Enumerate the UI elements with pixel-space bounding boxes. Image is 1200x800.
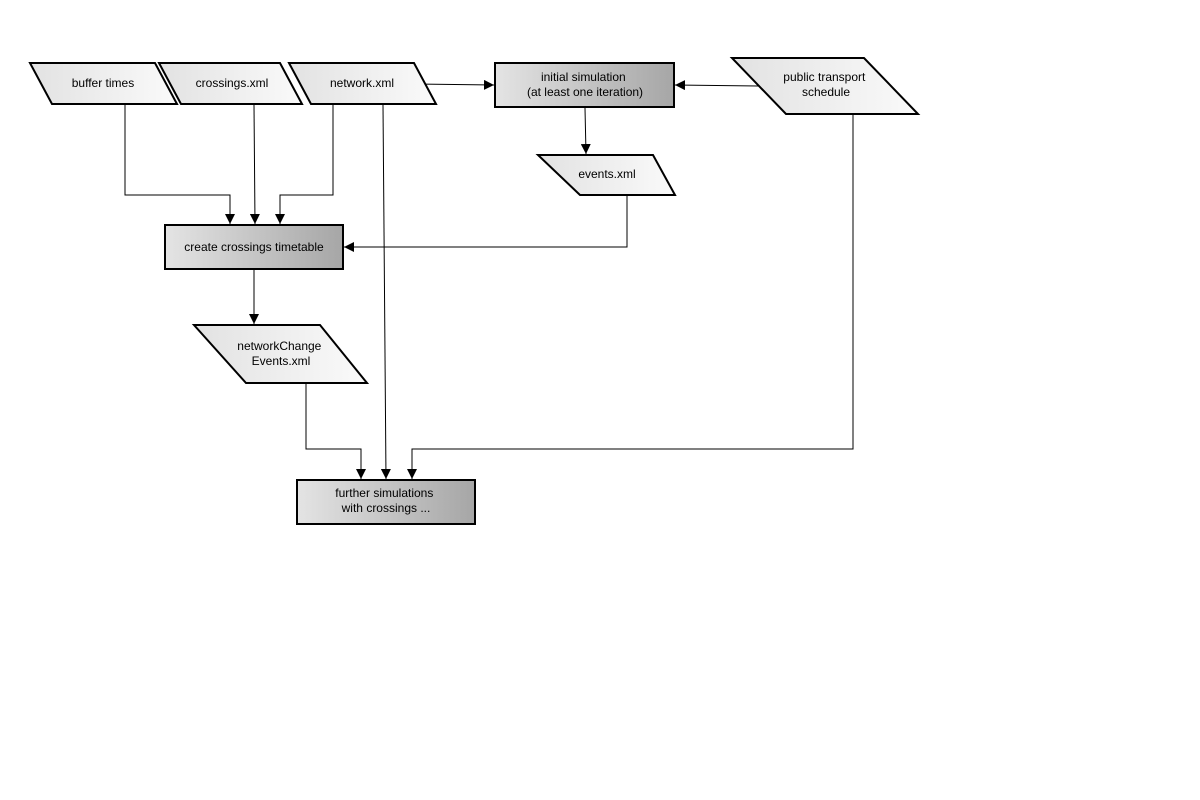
process-node-further-simulations: further simulations with crossings ... [296,479,476,525]
svg-text:network.xml: network.xml [330,76,394,90]
svg-text:further simulations with: further simulations with crossings ... [335,486,436,515]
edge-schedule-to-initial-simulation [674,80,759,91]
node-label-line: networkChange [237,339,321,353]
edge-buffer-times-to-create-timetable [124,105,235,224]
edge-schedule-to-further-simulations [407,115,854,479]
edge-network-to-further-simulations [380,104,391,480]
svg-text:public transport schedul: public transport schedule [783,70,868,99]
data-node-events-xml: events.xml [535,154,677,196]
data-node-network-xml: network.xml [287,62,438,105]
node-label-line: schedule [802,85,850,99]
node-label-line: initial simulation [541,70,626,84]
node-label-line: Events.xml [252,354,311,368]
node-label-line: with crossings ... [341,501,431,515]
edge-network-to-create-timetable [275,105,334,224]
process-node-initial-simulation: initial simulation (at least one iterati… [494,62,675,108]
edge-events-to-create-timetable [344,196,628,252]
node-label-line: further simulations [335,486,433,500]
svg-text:crossings.xml: crossings.xml [196,76,269,90]
node-label-line: network.xml [330,76,394,90]
node-label-line: crossings.xml [196,76,269,90]
process-node-create-crossings-timetable: create crossings timetable [164,224,344,270]
node-label-line: (at least one iteration) [527,85,643,99]
svg-text:buffer times: buffer times [72,76,134,90]
node-label-line: public transport [783,70,866,84]
edge-network-to-initial-simulation [414,79,495,90]
edge-crossings-to-create-timetable [249,104,260,225]
data-node-buffer-times: buffer times [28,62,179,105]
svg-text:networkChange Events.xml: networkChange Events.xml [237,339,324,368]
connectors [124,79,854,480]
data-node-crossings-xml: crossings.xml [157,62,304,105]
svg-text:events.xml: events.xml [578,167,635,181]
data-node-network-change-events-xml: networkChange Events.xml [191,324,370,384]
node-label-line: buffer times [72,76,134,90]
node-label-line: create crossings timetable [184,240,324,254]
data-node-public-transport-schedule: public transport schedule [729,57,921,115]
svg-text:initial simulation (at l: initial simulation (at least one iterati… [527,70,643,99]
edge-network-change-events-to-further-simulations [305,384,366,479]
svg-text:create crossings timetable: create crossings timetable [184,240,324,254]
edge-initial-simulation-to-events [580,107,591,155]
node-label-line: events.xml [578,167,635,181]
